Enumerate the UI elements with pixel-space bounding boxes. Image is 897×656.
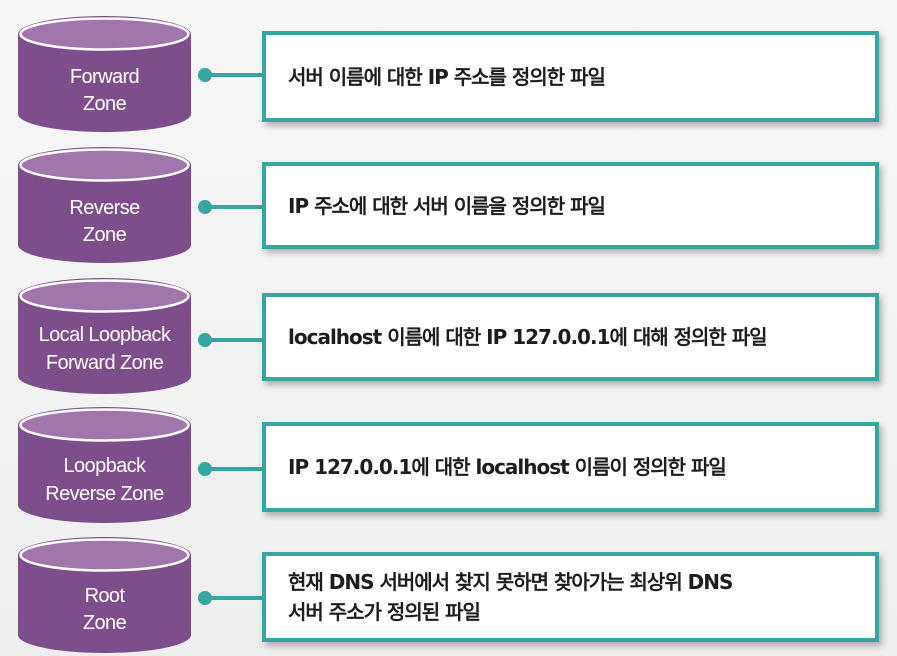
- connector-dot: [198, 591, 212, 605]
- zone-name-line-2: Forward Zone: [45, 352, 164, 374]
- zone-description: IP 127.0.0.1에 대한 localhost 이름이 정의한 파일: [288, 455, 727, 479]
- connector: [198, 200, 264, 214]
- cylinder-shape: [18, 16, 191, 132]
- zone-name-line-1: Reverse: [69, 197, 140, 219]
- connector-line: [210, 338, 262, 342]
- connector-line: [210, 596, 262, 600]
- zone-description: 서버 이름에 대한 IP 주소를 정의한 파일: [288, 64, 606, 89]
- zone-description: localhost 이름에 대한 IP 127.0.0.1에 대해 정의한 파일: [288, 325, 768, 349]
- zone-row-local-loopback-forward: Local Loopback Forward Zone localhost 이름…: [0, 276, 897, 396]
- connector-line: [210, 467, 262, 471]
- database-cylinder-icon: Loopback Reverse Zone: [18, 405, 191, 525]
- database-cylinder-icon: Forward Zone: [18, 14, 191, 134]
- cylinder-shape: [18, 147, 191, 263]
- zone-description: 현재 DNS 서버에서 찾지 못하면 찾아가는 최상위 DNS 서버 주소가 정…: [288, 567, 733, 627]
- zone-description-box: IP 127.0.0.1에 대한 localhost 이름이 정의한 파일: [262, 422, 879, 512]
- cylinder-shape: [18, 537, 191, 653]
- zone-description-line-1: 현재 DNS 서버에서 찾지 못하면 찾아가는 최상위 DNS: [288, 570, 733, 594]
- zone-description-box: 현재 DNS 서버에서 찾지 못하면 찾아가는 최상위 DNS 서버 주소가 정…: [262, 552, 879, 642]
- zone-description: IP 주소에 대한 서버 이름을 정의한 파일: [288, 193, 606, 218]
- connector-dot: [198, 462, 212, 476]
- connector-dot: [198, 68, 212, 82]
- zone-name-line-2: Zone: [82, 612, 127, 634]
- connector: [198, 462, 264, 476]
- connector-line: [210, 73, 262, 77]
- zone-name-line-2: Zone: [82, 93, 127, 115]
- connector: [198, 591, 264, 605]
- zone-description-box: IP 주소에 대한 서버 이름을 정의한 파일: [262, 162, 879, 249]
- zone-name-line-2: Reverse Zone: [45, 483, 164, 505]
- zone-name-line-2: Zone: [82, 224, 127, 246]
- zone-name-line-1: Local Loopback: [38, 324, 171, 346]
- zone-row-root: Root Zone 현재 DNS 서버에서 찾지 못하면 찾아가는 최상위 DN…: [0, 535, 897, 655]
- database-cylinder-icon: Reverse Zone: [18, 145, 191, 265]
- zone-description-box: 서버 이름에 대한 IP 주소를 정의한 파일: [262, 31, 879, 122]
- cylinder-shape: [18, 407, 191, 523]
- connector: [198, 68, 264, 82]
- database-cylinder-icon: Local Loopback Forward Zone: [18, 276, 191, 396]
- zone-row-loopback-reverse: Loopback Reverse Zone IP 127.0.0.1에 대한 l…: [0, 405, 897, 525]
- connector-dot: [198, 200, 212, 214]
- zone-description-box: localhost 이름에 대한 IP 127.0.0.1에 대해 정의한 파일: [262, 293, 879, 381]
- zone-row-forward: Forward Zone 서버 이름에 대한 IP 주소를 정의한 파일: [0, 14, 897, 134]
- connector-dot: [198, 333, 212, 347]
- zone-name-line-1: Root: [84, 585, 125, 607]
- cylinder-shape: [18, 278, 191, 394]
- zone-row-reverse: Reverse Zone IP 주소에 대한 서버 이름을 정의한 파일: [0, 145, 897, 265]
- connector-line: [210, 205, 262, 209]
- zone-description-line-2: 서버 주소가 정의된 파일: [288, 600, 481, 624]
- zone-name-line-1: Loopback: [63, 455, 147, 477]
- connector: [198, 333, 264, 347]
- zone-name-line-1: Forward: [69, 66, 140, 88]
- database-cylinder-icon: Root Zone: [18, 535, 191, 655]
